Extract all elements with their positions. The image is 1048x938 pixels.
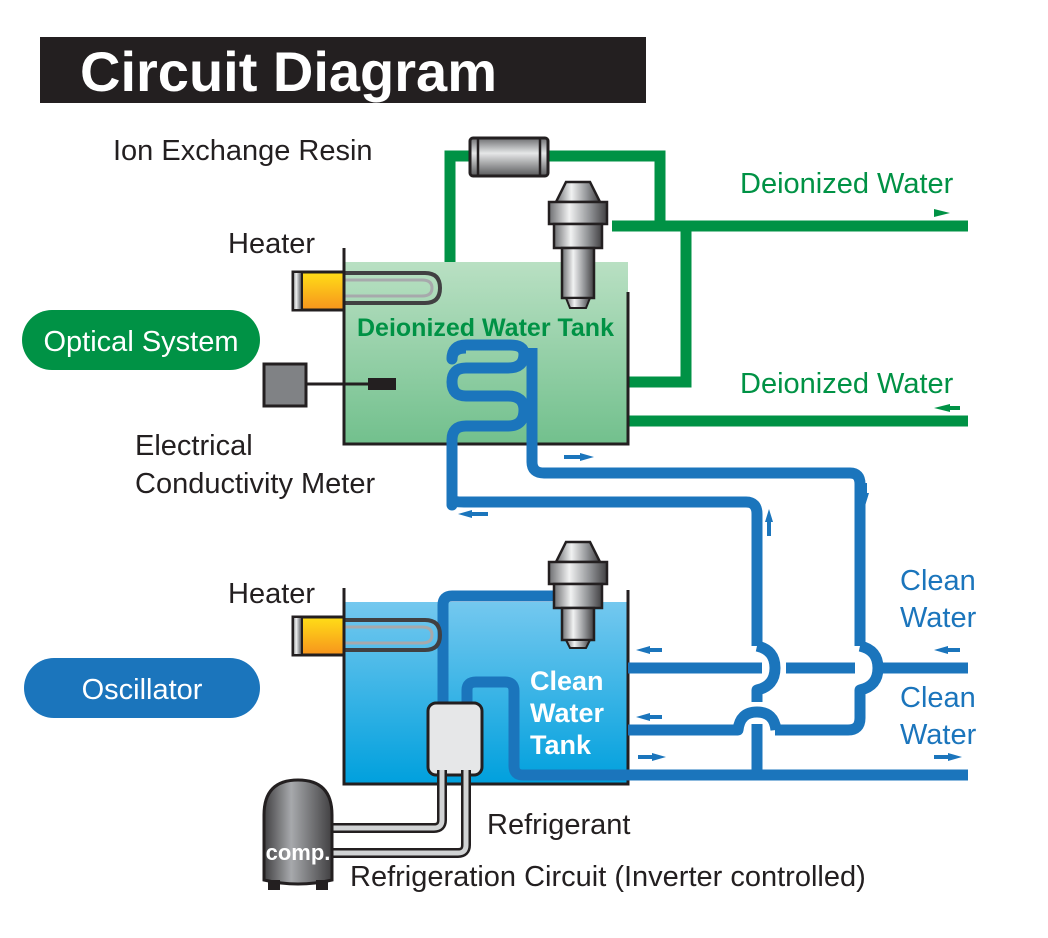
clean-water-out-label-line1: Clean — [900, 682, 976, 714]
heater-label-bottom: Heater — [228, 578, 315, 610]
clean-water-pipes — [628, 640, 968, 775]
conductivity-meter-icon — [262, 362, 396, 408]
refrigeration-circuit-label: Refrigeration Circuit (Inverter controll… — [350, 861, 866, 893]
pump-icon — [547, 540, 609, 649]
pump-icon — [547, 180, 609, 309]
heat-exchanger-icon — [426, 701, 484, 777]
heater-icon — [291, 615, 443, 657]
clean-water-tank-label-line3: Tank — [530, 730, 592, 760]
page-title: Circuit Diagram — [80, 40, 497, 103]
deionized-water-in-label: Deionized Water — [740, 368, 954, 400]
clean-water-in-label-line1: Clean — [900, 565, 976, 597]
clean-water-in-label-line2: Water — [900, 602, 977, 634]
coil-return-pipe — [446, 495, 763, 646]
heater-icon — [291, 270, 443, 312]
compressor-icon: comp. — [262, 778, 334, 890]
optical-system-label: Optical System — [44, 326, 239, 358]
conductivity-meter-label-line1: Electrical — [135, 430, 253, 462]
clean-water-tank-label-line2: Water — [530, 698, 605, 728]
heater-label-top: Heater — [228, 228, 315, 260]
title-banner: Circuit Diagram — [40, 37, 646, 103]
deionized-water-pipes — [444, 150, 968, 427]
refrigerant-label: Refrigerant — [487, 809, 630, 841]
compressor-label: comp. — [266, 840, 331, 865]
conductivity-meter-label-line2: Conductivity Meter — [135, 468, 375, 500]
deionized-water-out-label: Deionized Water — [740, 168, 954, 200]
ion-exchange-resin-label: Ion Exchange Resin — [113, 135, 373, 167]
exchanger-outlet-pipe — [461, 676, 968, 781]
refrigerant-pipes — [330, 770, 471, 858]
cooling-coil — [446, 339, 530, 511]
ion-exchange-cartridge-icon — [468, 136, 550, 178]
oscillator-label: Oscillator — [82, 674, 203, 706]
clean-water-out-label-line2: Water — [900, 719, 977, 751]
optical-system-badge: Optical System — [22, 310, 260, 370]
oscillator-badge: Oscillator — [24, 658, 260, 718]
coil-outlet-pipe — [526, 348, 866, 646]
pump-to-exchanger-pipe — [437, 590, 560, 712]
clean-water-tank-label-line1: Clean — [530, 666, 604, 696]
deionized-water-tank-label: Deionized Water Tank — [357, 314, 614, 342]
